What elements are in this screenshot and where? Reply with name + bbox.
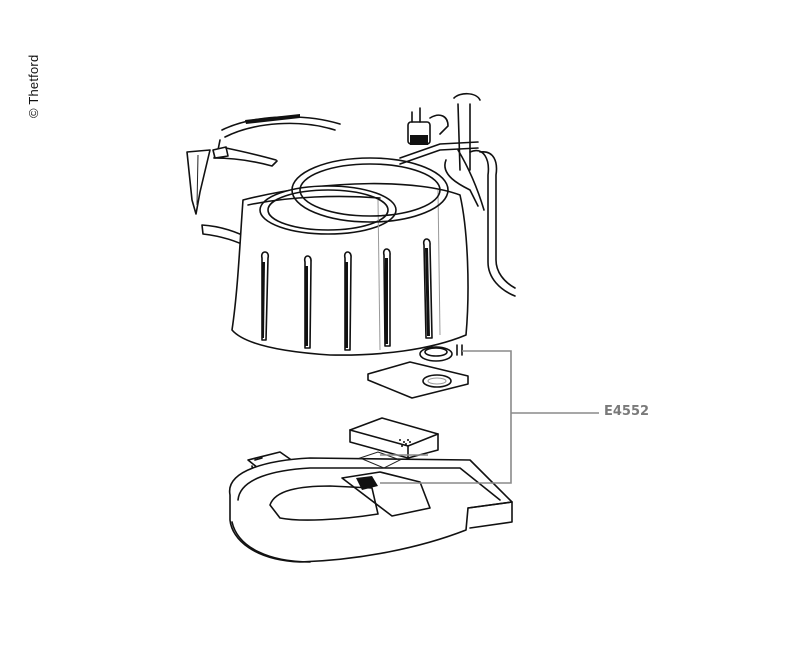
sensor-block [349,417,439,459]
hose-loop [291,141,479,223]
float-indicator [186,149,211,215]
base-tray [229,451,513,563]
cover-plate [367,361,469,399]
valve-assembly [407,107,449,145]
tank-ring-clamp [212,114,341,167]
vertical-pipe [444,92,516,297]
seal-ring [419,344,463,362]
callout-leader-e4552 [380,350,599,484]
part-number-label[interactable]: E4552 [604,404,650,419]
